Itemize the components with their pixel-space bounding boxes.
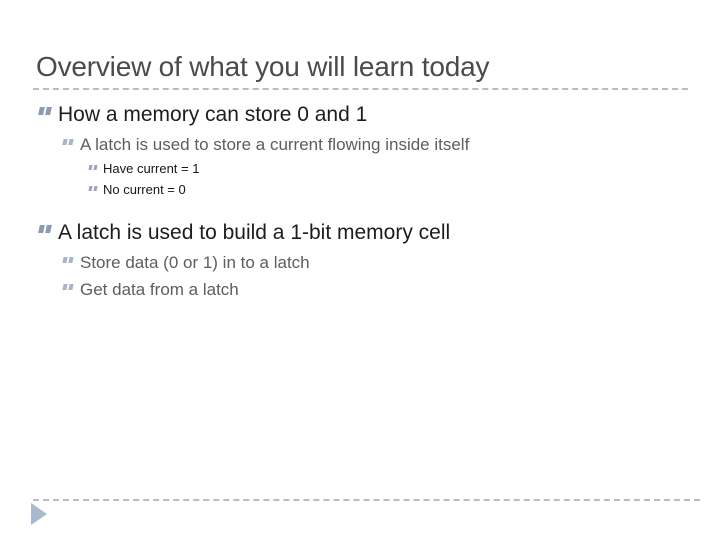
- outline-item-text: Have current = 1: [103, 161, 200, 176]
- double-quote-bullet-icon: [88, 163, 103, 180]
- outline-item-text: How a memory can store 0 and 1: [58, 103, 368, 126]
- footer-divider-dashed: [33, 499, 700, 501]
- slide-body-outline: How a memory can store 0 and 1 A latch i…: [0, 100, 720, 304]
- outline-item-text: Store data (0 or 1) in to a latch: [80, 253, 310, 272]
- outline-item-text: Get data from a latch: [80, 280, 239, 299]
- outline-item-level1: A latch is used to build a 1-bit memory …: [0, 218, 720, 248]
- outline-item-level3: Have current = 1: [0, 159, 720, 180]
- double-quote-bullet-icon: [62, 282, 80, 302]
- outline-item-level2: Get data from a latch: [0, 277, 720, 303]
- outline-item-level3: No current = 0: [0, 180, 720, 201]
- outline-item-level1: How a memory can store 0 and 1: [0, 100, 720, 130]
- outline-item-text: No current = 0: [103, 182, 186, 197]
- outline-item-level2: Store data (0 or 1) in to a latch: [0, 250, 720, 276]
- double-quote-bullet-icon: [62, 137, 80, 157]
- title-divider-dashed: [33, 88, 688, 90]
- outline-item-text: A latch is used to build a 1-bit memory …: [58, 221, 451, 244]
- outline-group-spacer: [0, 201, 720, 218]
- double-quote-bullet-icon: [62, 255, 80, 275]
- outline-item-text: A latch is used to store a current flowi…: [80, 135, 470, 154]
- double-quote-bullet-icon: [38, 223, 58, 245]
- double-quote-bullet-icon: [38, 105, 58, 127]
- slide-title: Overview of what you will learn today: [36, 51, 490, 82]
- play-triangle-right-icon[interactable]: [31, 503, 47, 525]
- outline-item-level2: A latch is used to store a current flowi…: [0, 132, 720, 158]
- double-quote-bullet-icon: [88, 184, 103, 201]
